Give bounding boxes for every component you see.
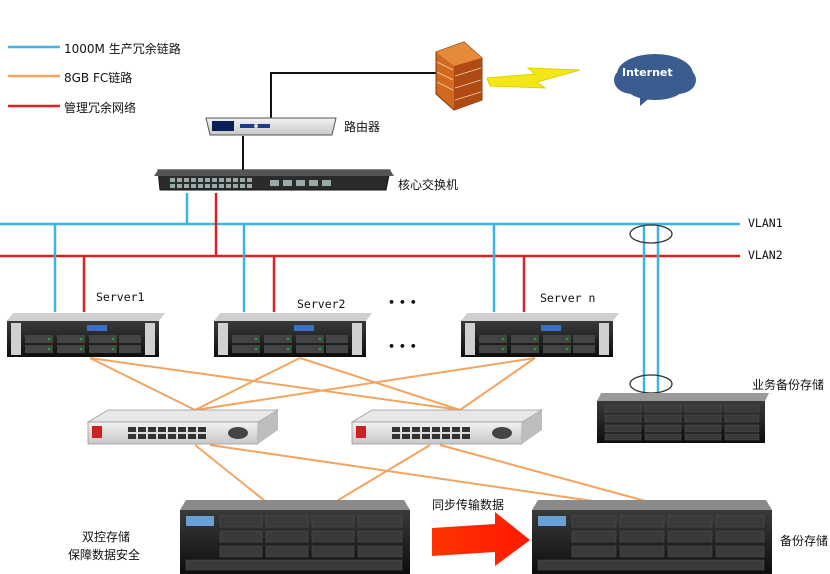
server1-icon	[7, 313, 165, 357]
firewall-icon	[435, 41, 483, 111]
fc-switch-1-icon	[86, 409, 280, 445]
legend-label-fc: 8GB FC链路	[64, 71, 133, 85]
router-icon	[205, 117, 337, 136]
business-backup-storage-icon	[597, 393, 769, 443]
backup-storage-label: 备份存储	[780, 534, 829, 548]
dual-controller-storage-icon	[180, 500, 410, 574]
server2-icon	[214, 313, 372, 357]
vlan1-label: VLAN1	[748, 216, 783, 230]
backup-storage-icon	[532, 500, 772, 574]
router-label: 路由器	[344, 120, 381, 134]
lightning-link-icon	[486, 67, 581, 89]
legend	[8, 45, 60, 108]
fc-switch-2-icon	[350, 409, 544, 445]
servern-label: Server n	[540, 291, 596, 305]
backup-storage-links	[629, 224, 673, 394]
legend-label-1000m: 1000M 生产冗余链路	[64, 42, 181, 56]
sync-arrow-icon	[432, 512, 530, 566]
legend-label-mgmt: 管理冗余网络	[64, 101, 137, 115]
server-ellipsis-top: • • •	[388, 296, 417, 309]
server2-label: Server2	[297, 297, 346, 311]
dual-storage-label-1: 双控存储	[82, 530, 131, 544]
server-links	[53, 224, 526, 312]
dual-storage-label-2: 保障数据安全	[68, 548, 141, 562]
core-switch-icon	[154, 169, 394, 191]
core-switch-label: 核心交换机	[398, 178, 459, 192]
server1-label: Server1	[96, 290, 145, 304]
sync-label: 同步传输数据	[432, 498, 505, 512]
internet-cloud-icon	[614, 54, 696, 106]
servern-icon	[461, 313, 619, 357]
server-ellipsis-bottom: • • •	[388, 340, 417, 353]
fc-links	[89, 357, 661, 506]
router-firewall-link	[270, 72, 440, 118]
business-backup-storage-label: 业务备份存储	[752, 378, 825, 392]
vlan2-label: VLAN2	[748, 248, 783, 262]
internet-label: Internet	[622, 66, 673, 79]
